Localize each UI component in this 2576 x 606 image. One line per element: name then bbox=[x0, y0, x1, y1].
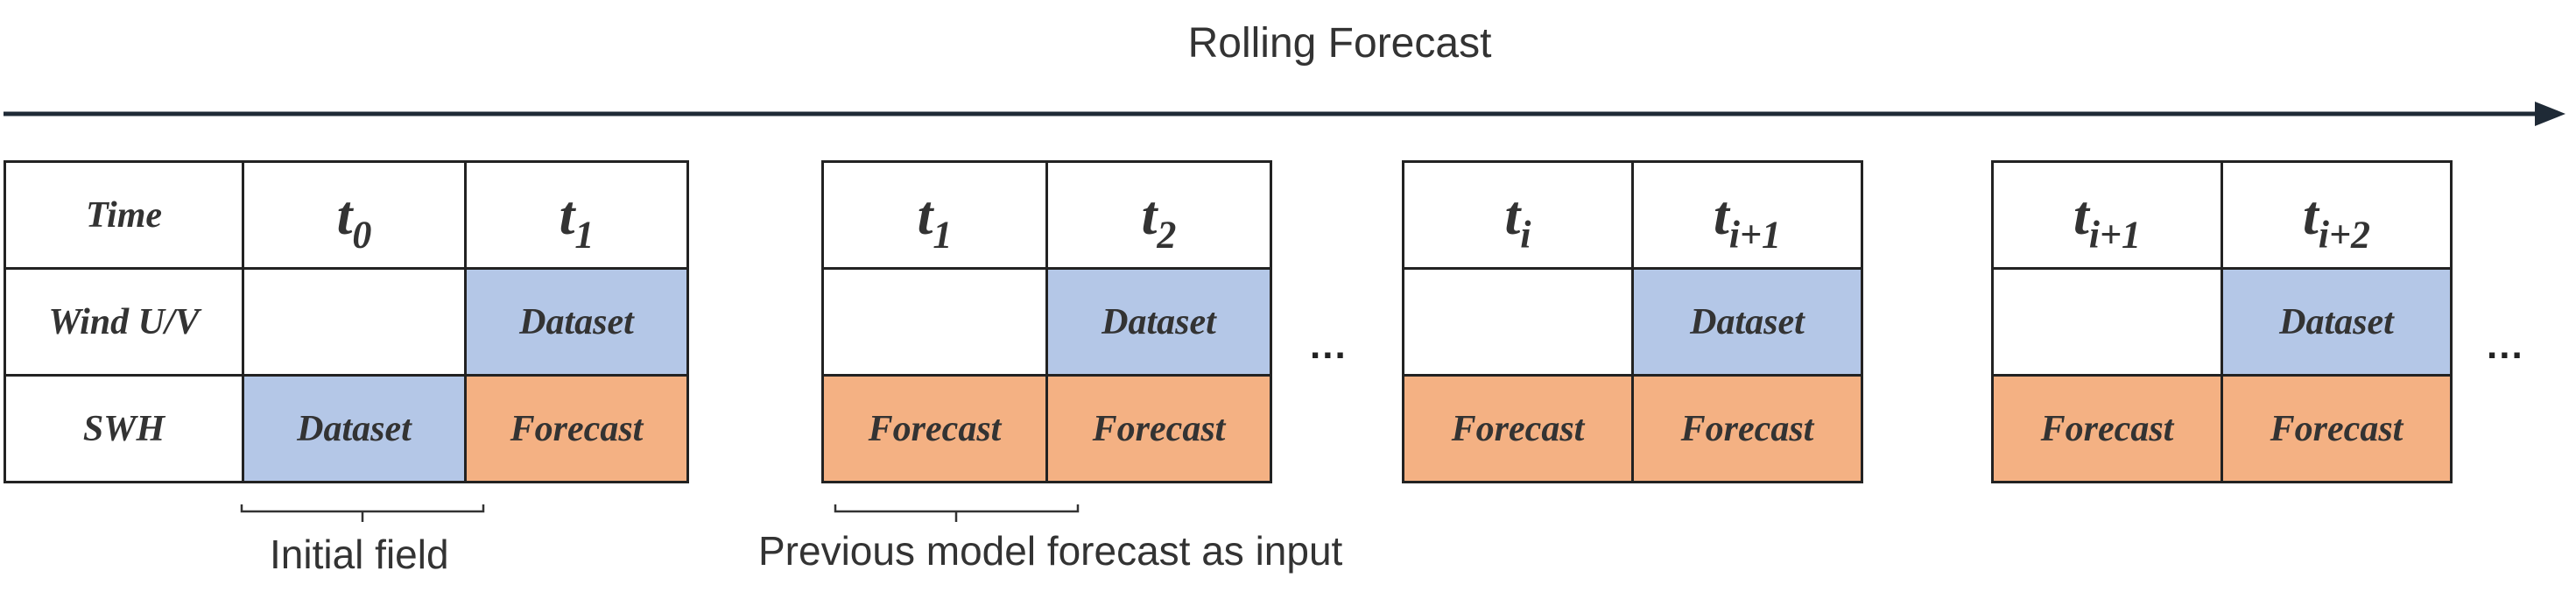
previous-forecast-brace bbox=[834, 504, 1080, 522]
panel-4-swh-1: Forecast bbox=[1991, 374, 2223, 483]
panel-3-wind-1 bbox=[1402, 267, 1634, 377]
panel-2-swh-1: Forecast bbox=[821, 374, 1048, 483]
panel-2-wind-1 bbox=[821, 267, 1048, 377]
panel-1-wind-2: Dataset bbox=[464, 267, 689, 377]
initial-field-brace bbox=[240, 504, 485, 522]
panel-1: Time t0 t1 Wind U/V Dataset SWH Dataset … bbox=[4, 160, 689, 483]
panel-3: ti ti+1 Dataset Forecast Forecast bbox=[1402, 160, 1863, 483]
panel-2-swh-2: Forecast bbox=[1045, 374, 1272, 483]
panel-1-swh-2: Forecast bbox=[464, 374, 689, 483]
ellipsis-2: ... bbox=[2487, 324, 2524, 367]
panel-4-wind-2: Dataset bbox=[2221, 267, 2453, 377]
panel-3-header-1: ti bbox=[1402, 160, 1634, 270]
panel-2-header-1: t1 bbox=[821, 160, 1048, 270]
row-label-wind: Wind U/V bbox=[4, 267, 244, 377]
timeline-arrow bbox=[4, 102, 2565, 126]
panel-2: t1 t2 Dataset Forecast Forecast bbox=[821, 160, 1272, 483]
panel-4-header-2: ti+2 bbox=[2221, 160, 2453, 270]
panel-3-swh-2: Forecast bbox=[1631, 374, 1863, 483]
panel-3-swh-1: Forecast bbox=[1402, 374, 1634, 483]
panel-4: ti+1 ti+2 Dataset Forecast Forecast bbox=[1991, 160, 2453, 483]
panel-4-header-1: ti+1 bbox=[1991, 160, 2223, 270]
panel-1-swh-1: Dataset bbox=[242, 374, 467, 483]
previous-forecast-caption: Previous model forecast as input bbox=[758, 528, 1343, 574]
panel-2-wind-2: Dataset bbox=[1045, 267, 1272, 377]
panel-1-header-2: t1 bbox=[464, 160, 689, 270]
row-label-time: Time bbox=[4, 160, 244, 270]
initial-field-caption: Initial field bbox=[270, 532, 449, 577]
panel-1-header-1: t0 bbox=[242, 160, 467, 270]
panel-4-wind-1 bbox=[1991, 267, 2223, 377]
panel-1-wind-1 bbox=[242, 267, 467, 377]
panel-4-swh-2: Forecast bbox=[2221, 374, 2453, 483]
panel-2-header-2: t2 bbox=[1045, 160, 1272, 270]
ellipsis-1: ... bbox=[1310, 324, 1348, 367]
diagram-title: Rolling Forecast bbox=[1187, 20, 1492, 67]
row-label-swh: SWH bbox=[4, 374, 244, 483]
panel-3-wind-2: Dataset bbox=[1631, 267, 1863, 377]
panel-3-header-2: ti+1 bbox=[1631, 160, 1863, 270]
